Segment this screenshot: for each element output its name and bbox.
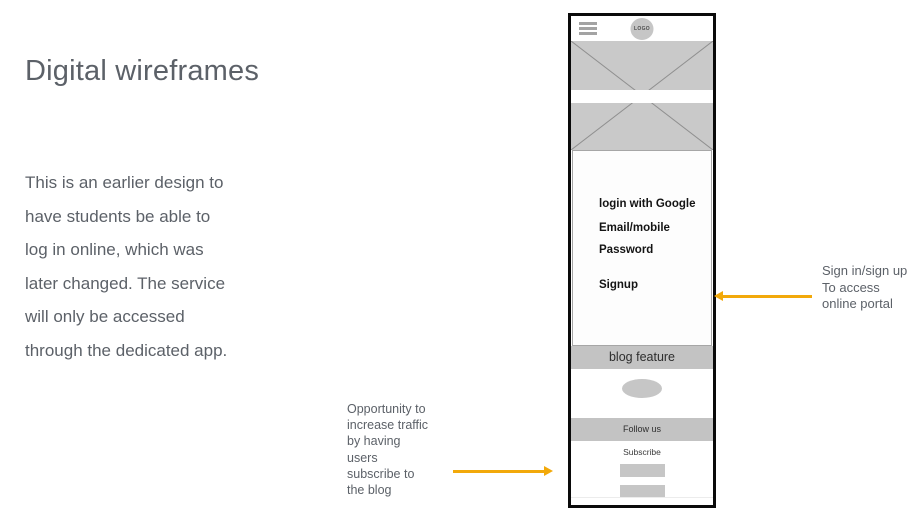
email-mobile-label: Email/mobile (599, 222, 670, 234)
arrow-shaft (723, 294, 812, 298)
arrow-shaft (453, 469, 544, 473)
subscribe-field-placeholder (619, 464, 665, 477)
phone-header: LOGO (571, 16, 713, 41)
subscribe-label: Subscribe (623, 447, 661, 457)
annotation-line: users (347, 450, 378, 465)
annotation-signin: Sign in/sign up To access online portal (822, 263, 907, 313)
slide-body: This is an earlier design to have studen… (25, 166, 227, 367)
annotation-line: Opportunity to (347, 402, 426, 416)
annotation-subscribe: Opportunity to increase traffic by havin… (347, 401, 428, 498)
blog-image-section (571, 379, 713, 418)
body-line: log in online, which was (25, 240, 204, 259)
image-placeholder (571, 41, 713, 150)
password-label: Password (599, 244, 654, 256)
divider (571, 497, 713, 498)
annotation-line: online portal (822, 296, 893, 311)
body-line: later changed. The service (25, 273, 226, 293)
arrowhead (544, 466, 553, 476)
signup-label: Signup (599, 279, 638, 291)
annotation-line: To access (822, 279, 880, 295)
arrowhead (714, 291, 723, 301)
login-with-google-label: login with Google (599, 198, 696, 210)
annotation-line: the blog (347, 483, 392, 498)
follow-us-bar: Follow us (571, 418, 713, 441)
blog-feature-bar: blog feature (571, 346, 713, 369)
logo-badge: LOGO (630, 18, 654, 40)
body-line: will only be accessed (25, 307, 185, 326)
annotation-line: increase traffic (347, 418, 429, 433)
spacer (571, 90, 713, 103)
arrow-left-icon (714, 291, 812, 301)
annotation-line: Sign in/sign up (822, 263, 908, 278)
logo-label: LOGO (634, 26, 650, 32)
annotation-line: by having (347, 434, 401, 449)
body-line: through the dedicated app. (25, 340, 228, 360)
hamburger-bar (579, 22, 597, 25)
arrow-right-icon (453, 466, 553, 476)
page-title: Digital wireframes (25, 55, 260, 87)
login-panel: login with Google Email/mobile Password … (572, 150, 712, 346)
subscribe-section: Subscribe (571, 441, 713, 498)
annotation-line: subscribe to (347, 466, 415, 481)
hamburger-bar (579, 32, 597, 35)
body-line: have students be able to (25, 206, 211, 226)
hamburger-menu-icon (579, 22, 597, 37)
subscribe-field-placeholder (619, 485, 665, 498)
phone-wireframe: LOGO login with Google Email/mobile Pass… (568, 13, 716, 508)
body-line: This is an earlier design to (25, 173, 224, 192)
ellipse-placeholder (622, 379, 662, 398)
hamburger-bar (579, 27, 597, 30)
